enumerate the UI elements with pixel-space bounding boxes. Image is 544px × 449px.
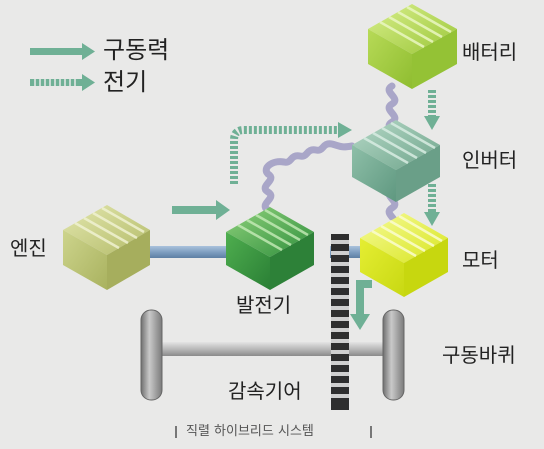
legend-drive-arrow — [30, 43, 95, 60]
drive-wheel-label: 구동바퀴 — [442, 343, 516, 367]
engine-cube — [63, 205, 150, 290]
battery-cube — [368, 4, 457, 89]
inverter-label: 인버터 — [462, 148, 518, 172]
right-wheel — [382, 309, 405, 401]
legend-drive-label: 구동력 — [103, 36, 170, 64]
left-wheel — [140, 309, 163, 401]
reduction-gear — [331, 234, 349, 410]
battery-label: 배터리 — [462, 40, 518, 64]
legend-electricity-label: 전기 — [103, 68, 148, 96]
drive-arrow-engine-generator — [172, 200, 230, 220]
caption: 직렬 하이브리드 시스템 — [186, 424, 314, 439]
electric-arrow-inverter-motor — [424, 184, 440, 226]
electric-arrow-generator-inverter — [230, 122, 352, 184]
electric-arrow-battery-inverter — [424, 90, 440, 130]
caption-bar-right — [370, 426, 372, 438]
engine-label: 엔진 — [10, 236, 47, 260]
generator-label: 발전기 — [236, 293, 292, 317]
inverter-cube — [352, 120, 440, 202]
reduction-gear-label: 감속기어 — [228, 379, 302, 403]
drive-axle — [150, 342, 400, 356]
motor-cube — [360, 213, 448, 297]
generator-cube — [226, 207, 314, 290]
drive-arrow-motor-gear — [350, 280, 372, 330]
caption-bar-left — [175, 426, 177, 438]
motor-label: 모터 — [462, 248, 499, 272]
generator-inverter-cable — [261, 140, 356, 214]
engine-shaft — [138, 246, 238, 258]
legend-electric-arrow — [30, 74, 95, 91]
